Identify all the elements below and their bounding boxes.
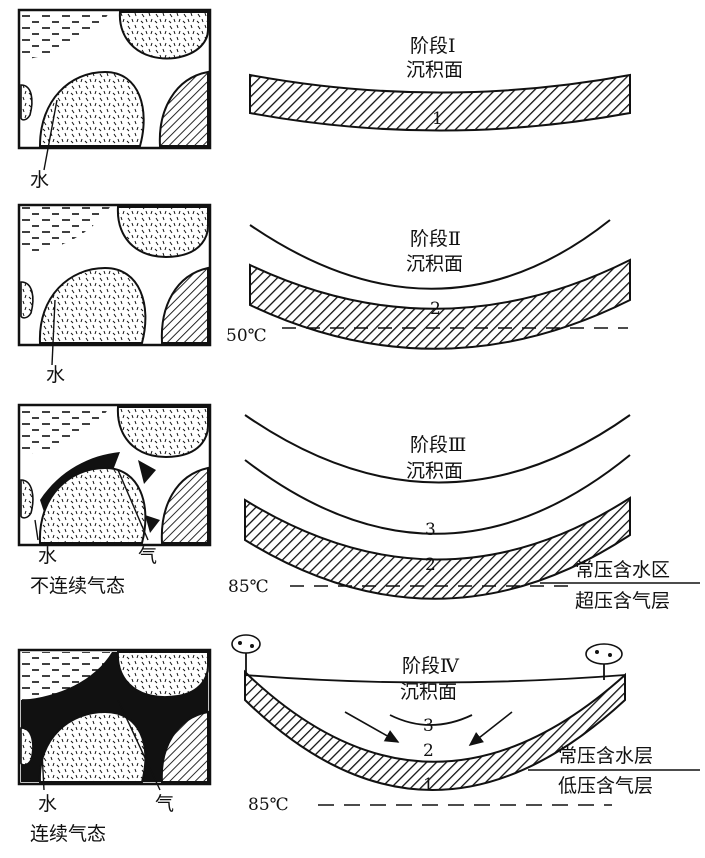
pore-box-1 (17, 8, 212, 171)
pore-label-water: 水 (30, 169, 49, 191)
pore-caption: 不连续气态 (30, 575, 125, 597)
layer-label: 1 (423, 775, 434, 795)
stage-title: 阶段Ⅳ (402, 655, 460, 677)
zone-annotation: 常压含水层 (558, 745, 653, 767)
zone-annotation: 低压含气层 (558, 775, 653, 797)
cross-section-3 (244, 414, 700, 600)
stage-title: 阶段Ⅰ (410, 35, 456, 57)
pore-label-water: 水 (38, 793, 57, 815)
deposition-surface-label: 沉积面 (406, 253, 463, 275)
cross-section-1 (249, 73, 631, 132)
tree-icon (585, 643, 623, 680)
temperature-label: 50℃ (226, 326, 267, 346)
stage-title: 阶段Ⅲ (410, 434, 466, 456)
layer-label: 3 (423, 716, 434, 736)
tree-icon (231, 634, 261, 675)
deposition-surface-label: 沉积面 (406, 460, 463, 482)
layer-label: 2 (423, 741, 434, 761)
pore-box-3 (17, 403, 212, 547)
stage-3: 水 气 不连续气态 阶段Ⅲ 沉积面 3 2 85℃ 常压含水区 超压含气层 (17, 403, 700, 612)
layer-label: 3 (425, 520, 436, 540)
cross-section-2 (249, 219, 631, 350)
pore-label-water: 水 (46, 364, 65, 386)
deposition-surface-label: 沉积面 (400, 681, 457, 703)
stage-4: 水 气 连续气态 阶段Ⅳ 沉积面 3 2 1 85℃ 常 (17, 634, 700, 845)
stage-2: 水 阶段Ⅱ 沉积面 2 50℃ (17, 203, 631, 386)
deposition-surface-label: 沉积面 (406, 59, 463, 81)
cross-section-4 (244, 669, 700, 806)
pore-label-gas: 气 (155, 793, 174, 815)
layer-label: 2 (425, 555, 436, 575)
zone-annotation: 常压含水区 (575, 559, 670, 581)
layer-label: 1 (432, 109, 443, 129)
temperature-label: 85℃ (228, 577, 269, 597)
pore-label-gas: 气 (138, 545, 157, 567)
pore-box-2 (17, 203, 212, 366)
stage-title: 阶段Ⅱ (410, 228, 461, 250)
layer-label: 2 (430, 299, 441, 319)
pore-label-water: 水 (38, 545, 57, 567)
zone-annotation: 超压含气层 (575, 590, 670, 612)
pore-box-4 (17, 648, 212, 791)
temperature-label: 85℃ (248, 795, 289, 815)
pore-caption: 连续气态 (30, 823, 106, 845)
stage-1: 水 阶段Ⅰ 沉积面 1 (17, 8, 631, 191)
